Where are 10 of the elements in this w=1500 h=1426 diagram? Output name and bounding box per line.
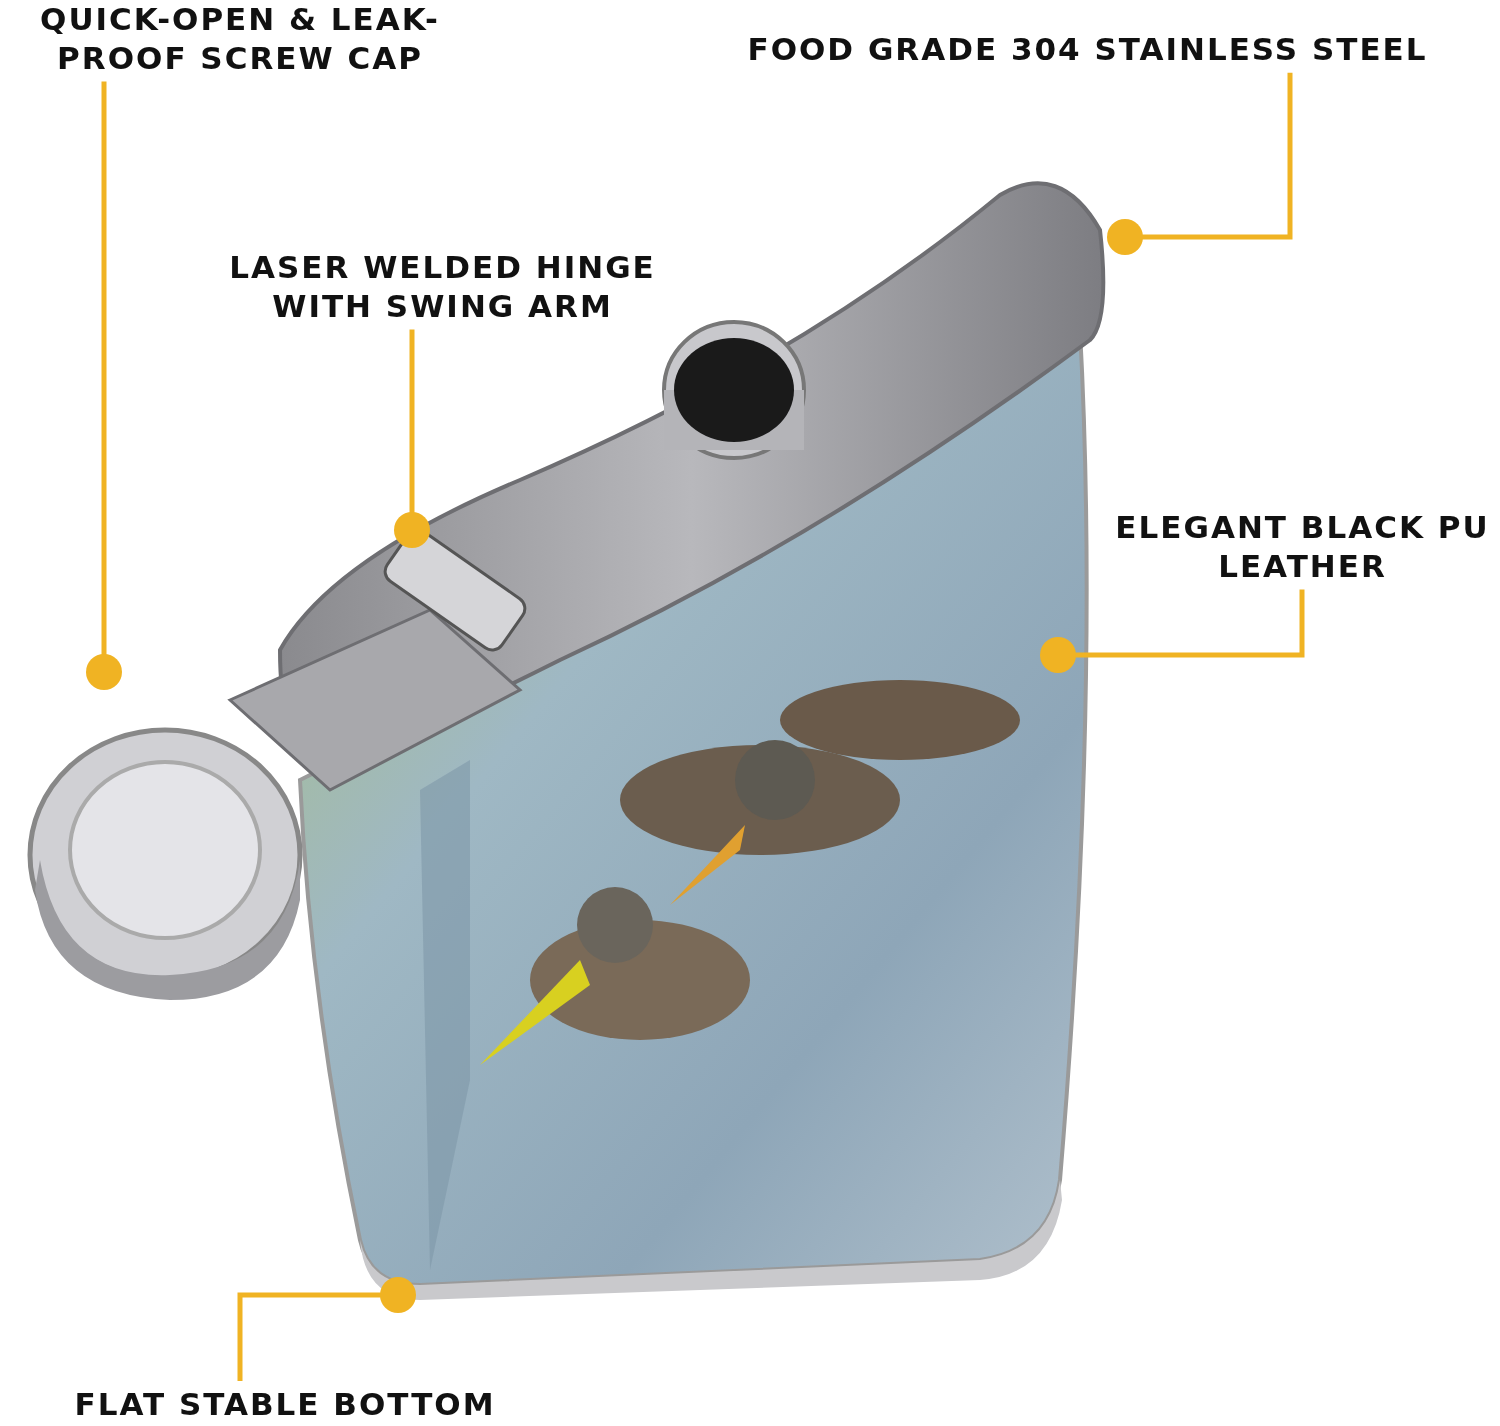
callout-text: LASER WELDED HINGE WITH SWING ARM — [228, 248, 657, 326]
leader-line — [1040, 589, 1305, 673]
leader-line — [86, 81, 122, 690]
callout-text: FOOD GRADE 304 STAINLESS STEEL — [746, 30, 1429, 69]
callout-text: ELEGANT BLACK PU LEATHER — [1114, 508, 1491, 586]
callout-text: FLAT STABLE BOTTOM — [73, 1385, 497, 1424]
leader-line — [1107, 72, 1293, 255]
leader-line — [394, 329, 430, 548]
leader-line — [237, 1277, 416, 1381]
callout-text: QUICK-OPEN & LEAK-PROOF SCREW CAP — [39, 0, 441, 78]
